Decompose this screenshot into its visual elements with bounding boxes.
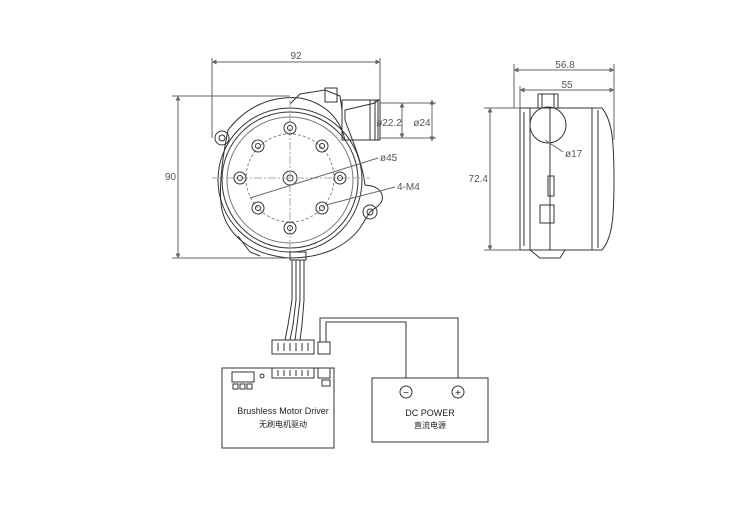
leader-bolt-circle [249,157,379,199]
bolt-hole [283,221,297,235]
minus-sign: − [403,388,409,399]
dim-outlet-outer-label: ø24 [413,118,431,129]
outlet-nozzle [341,99,381,141]
dim-90-label: 90 [165,172,177,183]
power-label-cn: 直流电源 [414,420,446,430]
side-outlet [537,93,559,109]
dim-side-55-label: 55 [561,80,573,91]
dc-power-box: − + DC POWER 直流电源 [371,377,489,443]
side-outlet-circle [529,106,567,144]
driver-label-en: Brushless Motor Driver [237,406,329,416]
power-wires [319,317,459,378]
bolt-hole [251,139,265,153]
dim-side-outlet-label: ø17 [565,149,583,160]
driver-board: Brushless Motor Driver 无刷电机驱动 [221,367,335,449]
bolt-hole [333,171,347,185]
mount-lug-right [362,204,378,220]
bolt-hole [315,139,329,153]
dim-side-568-label: 56.8 [555,60,575,71]
bolt-hole [233,171,247,185]
front-view-blower [214,87,383,259]
power-connector [317,341,331,355]
driver-label-cn: 无刷电机驱动 [259,419,307,429]
leader-side-outlet [544,139,564,153]
connector-pins [277,343,309,351]
dim-side-height [484,107,520,251]
power-label-en: DC POWER [405,408,455,418]
dim-bolt-circle-label: ø45 [380,153,398,164]
dim-outlet-inner-label: ø22.2 [376,118,402,129]
bolt-holes [233,121,347,235]
dim-90 [172,95,290,259]
bolt-hole [315,201,329,215]
mount-lug-left [214,130,230,146]
dim-outlet [380,99,436,142]
dim-92 [211,58,381,138]
motor-connector [271,339,315,355]
side-view-blower [519,93,615,259]
minus-terminal [399,385,413,399]
plus-sign: + [455,388,461,399]
bolt-hole [251,201,265,215]
cable-bundle [284,251,307,341]
dim-mount-holes-label: 4-M4 [397,182,420,193]
plus-terminal [451,385,465,399]
leader-mount-holes [325,186,396,206]
bolt-hole [283,121,297,135]
dim-side-height-label: 72.4 [469,174,489,185]
dim-92-label: 92 [290,51,302,62]
dim-side-width [513,64,615,140]
